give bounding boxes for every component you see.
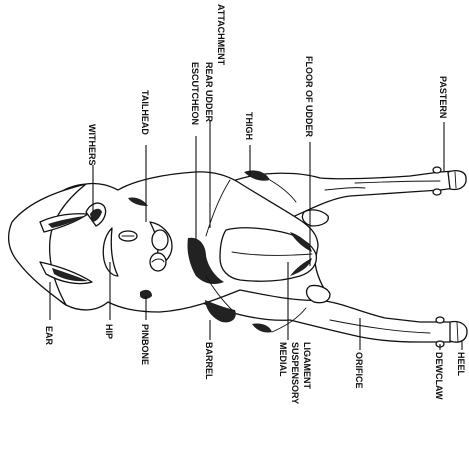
- labels-top: WITHERS TAILHEAD ESCUTCHEON REAR UDDER A…: [87, 4, 448, 166]
- label-ear: EAR: [44, 326, 54, 346]
- label-hip: HIP: [104, 324, 114, 339]
- label-rear-udder-2: ATTACHMENT: [216, 4, 226, 66]
- label-heel: HEEL: [456, 352, 466, 377]
- label-tailhead: TAILHEAD: [140, 90, 150, 135]
- upper-hoof: [448, 171, 466, 190]
- label-medial-2: SUSPENSORY: [290, 342, 300, 404]
- label-dewclaw: DEWCLAW: [434, 352, 444, 400]
- label-pinbone: PINBONE: [140, 324, 150, 365]
- cow-illustration: [9, 167, 467, 347]
- label-thigh: THIGH: [244, 112, 254, 140]
- label-escutcheon: ESCUTCHEON: [190, 62, 200, 125]
- label-withers: WITHERS: [87, 124, 97, 166]
- teat-lower: [307, 285, 330, 302]
- label-barrel: BARREL: [204, 342, 214, 380]
- label-floor-of-udder: FLOOR OF UDDER: [304, 56, 314, 137]
- lower-hoof: [450, 322, 467, 343]
- teat-upper: [302, 210, 328, 226]
- label-pastern: PASTERN: [438, 76, 448, 118]
- label-orifice: ORIFICE: [354, 352, 364, 389]
- label-rear-udder-1: REAR UDDER: [204, 62, 214, 123]
- label-medial-1: MEDIAL: [278, 342, 288, 377]
- label-medial-3: LIGAMENT: [302, 342, 312, 389]
